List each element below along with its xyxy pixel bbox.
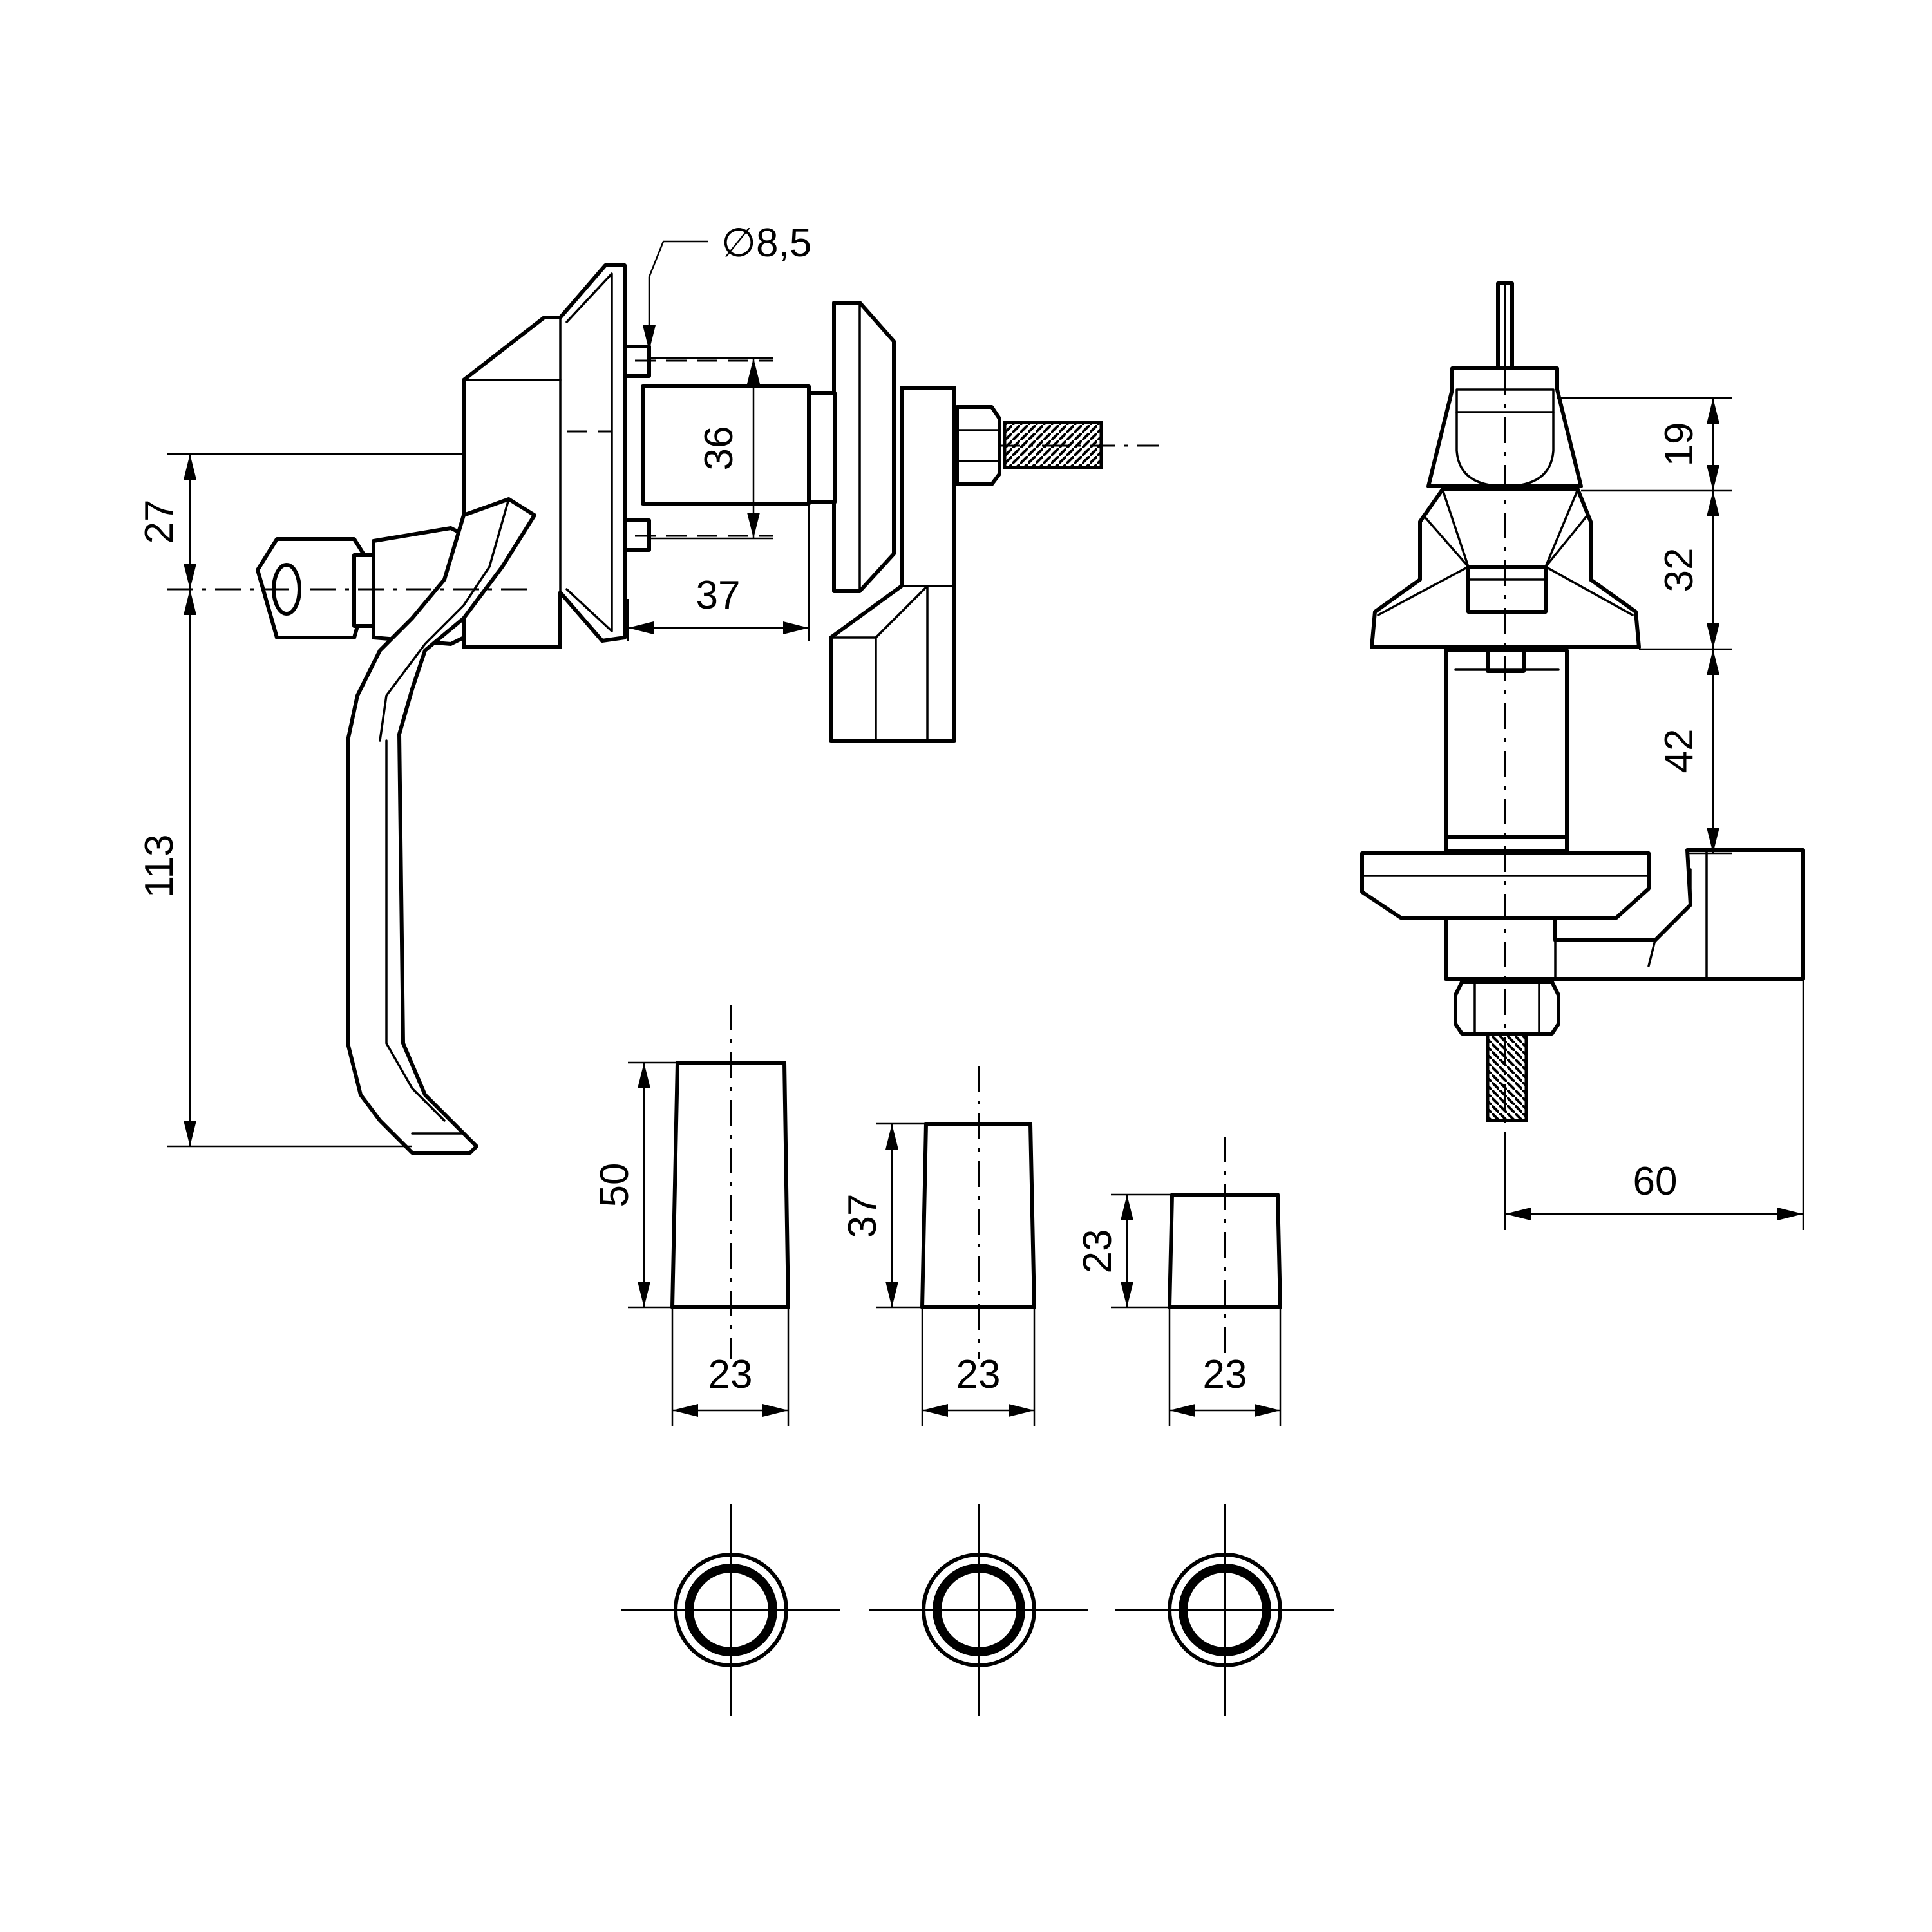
- lower-flange: [1360, 851, 1651, 920]
- side-cam: [1444, 848, 1805, 981]
- dim-spacer-medium-height: 37: [840, 1194, 885, 1238]
- ring-view-medium: [869, 1504, 1088, 1716]
- dim-handle-upper: 27: [137, 500, 182, 544]
- handle-lever: [346, 497, 536, 1155]
- dim-spacer-small-height: 23: [1075, 1229, 1120, 1274]
- hex-nut: [955, 405, 1001, 486]
- ring-view-large: [621, 1504, 840, 1716]
- dim-spacer-large-height: 50: [592, 1163, 637, 1208]
- front-view: 27 113 36 37 ∅8,5: [137, 221, 1159, 1155]
- spacer-small: 23 23: [1075, 1137, 1282, 1426]
- dim-cam-length: 60: [1633, 1159, 1678, 1204]
- middle-window: [1466, 565, 1548, 614]
- dim-spacer-small-diameter: 23: [1203, 1352, 1247, 1397]
- dim-body-height: 36: [697, 426, 741, 471]
- side-threaded-stud: [1486, 1032, 1528, 1122]
- spacer-large: 50 23: [592, 1005, 790, 1426]
- dim-side-top: 19: [1657, 422, 1701, 467]
- side-collar: [1444, 835, 1569, 853]
- ring-view-small: [1115, 1504, 1334, 1716]
- dim-spacer-medium-diameter: 23: [956, 1352, 1001, 1397]
- side-shaft: [1444, 649, 1569, 839]
- shaft-collar: [807, 391, 837, 504]
- dim-spacer-large-diameter: 23: [708, 1352, 753, 1397]
- spacer-medium: 37 23: [840, 1066, 1036, 1426]
- dim-side-middle: 32: [1657, 548, 1701, 592]
- lock-shaft: [641, 384, 811, 506]
- dim-hole-diameter: ∅8,5: [721, 221, 811, 265]
- dim-handle-length: 113: [137, 835, 182, 898]
- flange-washer: [832, 301, 896, 593]
- side-nut: [1454, 980, 1560, 1036]
- dim-grip-range: 37: [696, 573, 741, 618]
- lock-housing: [462, 263, 627, 649]
- side-view: 19 32 42 60: [1360, 281, 1805, 1230]
- dim-side-lower: 42: [1657, 729, 1701, 773]
